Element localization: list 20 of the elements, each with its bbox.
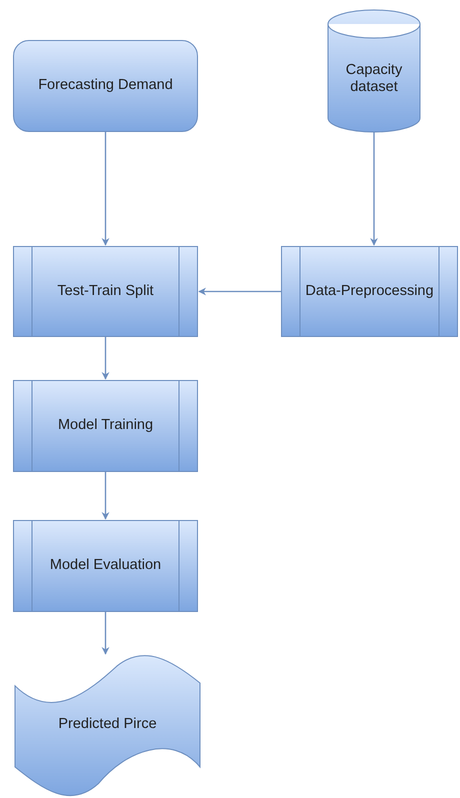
node-label: Model Evaluation [48,557,162,575]
node-label: Test-Train Split [56,282,155,300]
arrow [198,288,281,296]
subprocess-box [281,246,458,337]
node-label: Capacity dataset [344,62,404,96]
arrow [102,132,110,246]
arrow [102,472,110,520]
subprocess-box [13,380,198,472]
arrow [102,612,110,655]
node-label: Predicted Pirce [57,716,158,734]
subprocess-box [13,520,198,612]
subprocess-box [13,246,198,337]
arrow [102,337,110,380]
node-label: Model Training [56,417,154,435]
arrow [370,132,378,246]
document-tape-shape [15,655,200,795]
process-box [13,40,198,132]
database-cylinder [328,10,420,132]
node-label: Forecasting Demand [37,77,174,95]
node-label: Data-Preprocessing [304,282,435,300]
